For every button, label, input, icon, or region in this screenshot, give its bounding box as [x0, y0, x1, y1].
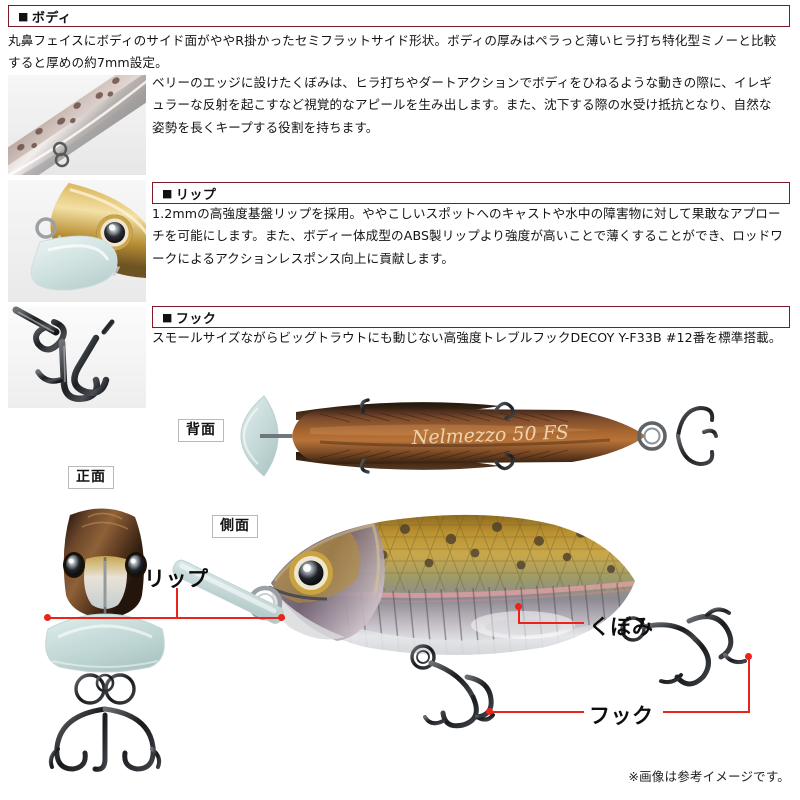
callout-dot-hook-belly [486, 708, 493, 715]
section-title-hook: フック [175, 311, 217, 327]
callout-line-hook-tail-vertical [748, 656, 750, 713]
callout-dot-hook-tail [745, 653, 752, 660]
lure-side-view-image [172, 495, 795, 765]
callout-line-lip-horizontal [47, 617, 285, 619]
callout-label-lip: リップ [144, 567, 209, 591]
view-label-back: 背面 [178, 419, 224, 443]
callout-dot-lip-front [44, 614, 51, 621]
section-title-lip: リップ [175, 187, 217, 203]
callout-label-hook: フック [589, 704, 654, 728]
callout-line-lip-stem [176, 588, 178, 619]
callout-line-hook-belly [489, 711, 584, 713]
body-lead-paragraph: 丸鼻フェイスにボディのサイド面がややR掛かったセミフラットサイド形状。ボディの厚… [8, 33, 777, 71]
lip-closeup-photo [8, 180, 146, 302]
hook-detail-paragraph: スモールサイズながらビッグトラウトにも動じない高強度トレブルフックDECOY Y… [152, 330, 782, 345]
bullet-square-icon: ■ [162, 310, 173, 324]
body-detail-paragraph: ベリーのエッジに設けたくぼみは、ヒラ打ちやダートアクションでボディをひねるような… [152, 75, 773, 135]
section-header-hook: ■ フック [152, 306, 790, 328]
view-label-side: 側面 [212, 515, 258, 539]
lure-back-view-image: Nelmezzo 50 FS [200, 386, 720, 486]
section-header-body: ■ ボディ [8, 5, 790, 27]
callout-line-hook-tail-horizontal [663, 711, 750, 713]
callout-line-dimple-vertical [518, 606, 520, 624]
bullet-square-icon: ■ [162, 186, 173, 200]
bullet-square-icon: ■ [18, 9, 29, 23]
lip-detail-paragraph: 1.2mmの高強度基盤リップを採用。ややこしいスポットへのキャストや水中の障害物… [152, 206, 783, 266]
body-closeup-photo [8, 75, 146, 175]
lure-front-view-image [30, 503, 180, 772]
callout-dot-lip-side [278, 614, 285, 621]
callout-label-dimple: くぼみ [589, 615, 654, 639]
callout-line-dimple-horizontal [518, 622, 584, 624]
callout-dot-dimple [515, 603, 522, 610]
disclaimer-text: ※画像は参考イメージです。 [628, 769, 790, 784]
section-header-lip: ■ リップ [152, 182, 790, 204]
hook-closeup-photo [8, 306, 146, 408]
view-label-front: 正面 [68, 466, 114, 490]
section-title-body: ボディ [31, 10, 72, 26]
